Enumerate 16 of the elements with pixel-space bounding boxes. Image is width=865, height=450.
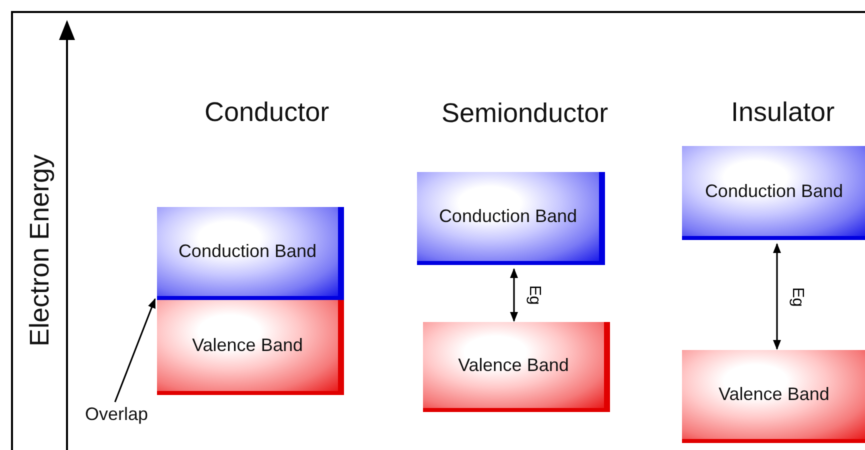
valence-band-box: Valence Band	[157, 300, 344, 395]
conduction-band-box: Conduction Band	[417, 172, 605, 265]
edge-label: Eg	[526, 285, 542, 305]
overlap-label: Overlap	[85, 404, 148, 425]
edge-label: Eg	[788, 286, 805, 306]
valence-band-box: Valence Band	[682, 350, 865, 443]
double-arrow	[773, 243, 781, 350]
valence-band-box: Valence Band	[423, 322, 610, 412]
column-title: Insulator	[731, 96, 835, 128]
axis-label: Electron Energy	[24, 154, 56, 346]
double-arrow	[510, 268, 518, 322]
conduction-band-box: Conduction Band	[157, 207, 344, 300]
column-title: Conductor	[204, 96, 330, 128]
column-title: Semionductor	[442, 98, 608, 128]
double-arrow	[114, 298, 156, 402]
conduction-band-box: Conduction Band	[682, 146, 865, 240]
